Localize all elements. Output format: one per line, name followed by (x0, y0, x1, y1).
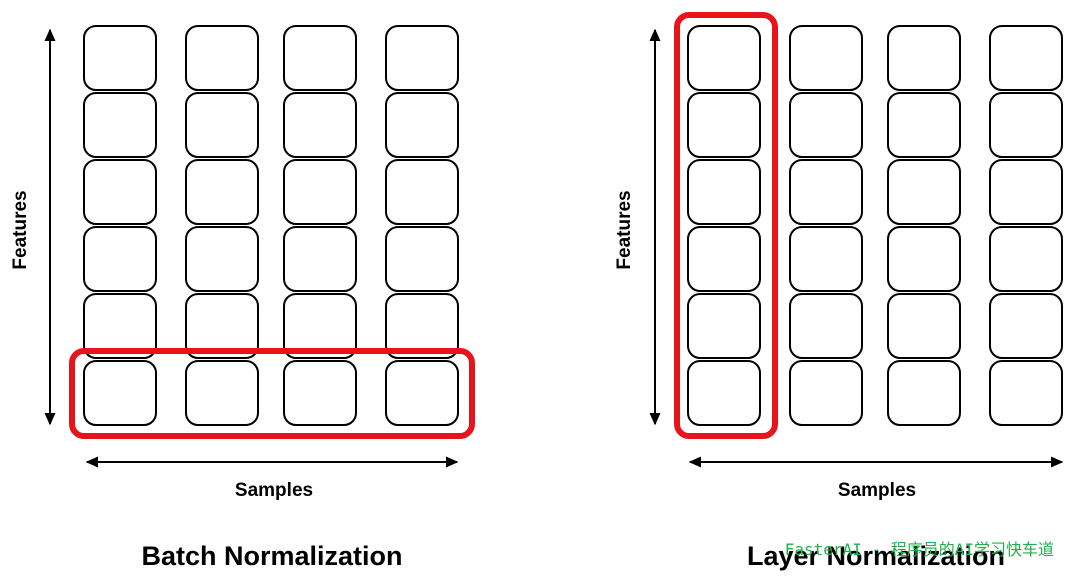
batch-cell-r5-c2 (185, 293, 259, 359)
batch-samples-label: Samples (235, 480, 313, 501)
batch-cell-r4-c3 (283, 226, 357, 292)
batch-cell-r3-c2 (185, 159, 259, 225)
batch-cell-r5-c3 (283, 293, 357, 359)
layer-cell-r3-c4 (989, 159, 1063, 225)
batch-cell-r3-c4 (385, 159, 459, 225)
batch-cell-r5-c4 (385, 293, 459, 359)
layer-cell-r6-c4 (989, 360, 1063, 426)
layer-cell-grid (687, 25, 1063, 426)
layer-highlight-column (674, 12, 778, 439)
layer-cell-r5-c4 (989, 293, 1063, 359)
layer-cell-r6-c2 (789, 360, 863, 426)
batch-cell-r2-c1 (83, 92, 157, 158)
batch-highlight-row (69, 348, 475, 439)
layer-samples-label: Samples (838, 480, 916, 501)
batch-cell-r2-c2 (185, 92, 259, 158)
layer-cell-r1-c2 (789, 25, 863, 91)
batch-cell-grid (83, 25, 459, 426)
batch-cell-r1-c1 (83, 25, 157, 91)
batch-cell-r6-c4 (385, 360, 459, 426)
layer-cell-r1-c4 (989, 25, 1063, 91)
layer-cell-r2-c2 (789, 92, 863, 158)
watermark-text: FasterAI - 程序员的AI学习快车道 (785, 540, 1054, 559)
batch-cell-r4-c1 (83, 226, 157, 292)
layer-cell-r4-c2 (789, 226, 863, 292)
batch-cell-r6-c1 (83, 360, 157, 426)
layer-cell-r4-c4 (989, 226, 1063, 292)
batch-features-label: Features (10, 190, 31, 269)
layer-cell-r3-c2 (789, 159, 863, 225)
layer-cell-r6-c3 (887, 360, 961, 426)
layer-cell-r2-c1 (687, 92, 761, 158)
batch-cell-r3-c3 (283, 159, 357, 225)
batch-cell-r2-c4 (385, 92, 459, 158)
batch-cell-r5-c1 (83, 293, 157, 359)
layer-cell-r1-c1 (687, 25, 761, 91)
layer-features-label: Features (614, 190, 635, 269)
layer-cell-r5-c2 (789, 293, 863, 359)
layer-cell-r5-c3 (887, 293, 961, 359)
layer-cell-r5-c1 (687, 293, 761, 359)
layer-panel-title: Layer Normalization (747, 541, 1005, 571)
batch-cell-r3-c1 (83, 159, 157, 225)
layer-cell-r3-c1 (687, 159, 761, 225)
batch-cell-r1-c4 (385, 25, 459, 91)
layer-cell-r2-c3 (887, 92, 961, 158)
batch-cell-r2-c3 (283, 92, 357, 158)
layer-cell-r1-c3 (887, 25, 961, 91)
batch-cell-r6-c2 (185, 360, 259, 426)
layer-cell-r6-c1 (687, 360, 761, 426)
layer-normalization-panel: Features Samples Layer Normalization (614, 12, 1064, 571)
batch-normalization-panel: Features Samples Batch Normalization (10, 25, 475, 571)
batch-cell-r1-c3 (283, 25, 357, 91)
batch-cell-r4-c2 (185, 226, 259, 292)
batch-panel-title: Batch Normalization (141, 541, 402, 571)
batch-cell-r4-c4 (385, 226, 459, 292)
batch-cell-r1-c2 (185, 25, 259, 91)
batch-cell-r6-c3 (283, 360, 357, 426)
layer-cell-r2-c4 (989, 92, 1063, 158)
layer-cell-r4-c1 (687, 226, 761, 292)
layer-cell-r4-c3 (887, 226, 961, 292)
layer-cell-r3-c3 (887, 159, 961, 225)
